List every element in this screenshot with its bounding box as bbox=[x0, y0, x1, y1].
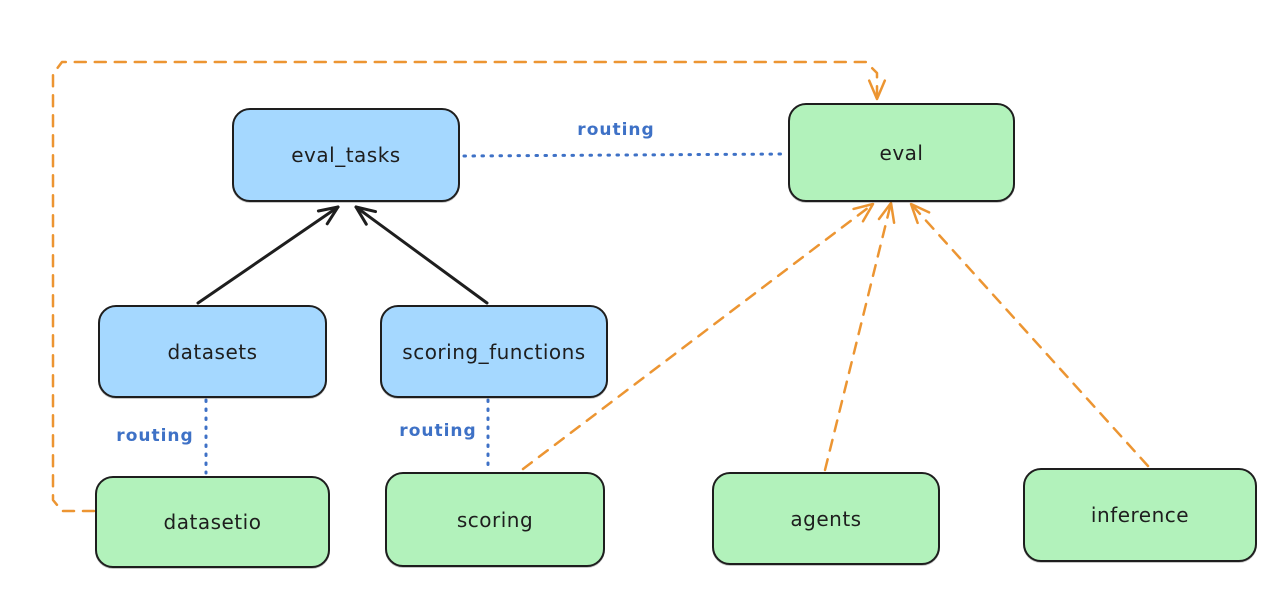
node-agents: agents bbox=[712, 472, 940, 565]
arrowhead-scoring_functions-to-eval_tasks bbox=[354, 205, 377, 226]
node-label-agents: agents bbox=[790, 506, 862, 531]
arrowhead-datasets-to-eval_tasks bbox=[316, 205, 340, 226]
node-inference: inference bbox=[1023, 468, 1257, 562]
arrowhead-agents-to-eval bbox=[877, 201, 896, 225]
edge-label-routing-top: routing bbox=[577, 120, 655, 140]
edge-datasetio-to-eval-loop bbox=[51, 60, 879, 513]
node-label-inference: inference bbox=[1090, 503, 1190, 527]
arrowhead-inference-to-eval bbox=[909, 202, 931, 225]
edge-label-routing-scoring: routing bbox=[399, 421, 477, 441]
edge-label-routing-datasets: routing bbox=[116, 426, 194, 446]
node-eval_tasks: eval_tasks bbox=[232, 108, 460, 202]
arrowhead-scoring-to-eval bbox=[852, 202, 875, 223]
node-scoring_functions: scoring_functions bbox=[380, 305, 608, 398]
node-label-datasetio: datasetio bbox=[163, 510, 262, 534]
edge-inference-to-eval bbox=[909, 202, 1150, 468]
node-datasetio: datasetio bbox=[95, 476, 330, 568]
edge-eval_tasks-eval-routing bbox=[462, 152, 788, 158]
node-label-scoring_functions: scoring_functions bbox=[402, 339, 586, 364]
node-label-scoring: scoring bbox=[456, 507, 534, 532]
node-datasets: datasets bbox=[98, 305, 327, 398]
node-eval: eval bbox=[788, 103, 1015, 202]
node-label-datasets: datasets bbox=[167, 339, 258, 364]
edge-scoring-to-eval bbox=[521, 202, 875, 471]
node-scoring: scoring bbox=[385, 472, 605, 567]
node-label-eval_tasks: eval_tasks bbox=[291, 143, 401, 167]
edge-datasets-to-eval_tasks bbox=[196, 205, 340, 305]
edge-agents-to-eval bbox=[823, 201, 893, 472]
arrowhead-datasetio-to-eval-loop bbox=[867, 79, 887, 101]
edge-scoring_functions-to-eval_tasks bbox=[354, 205, 489, 305]
node-label-eval: eval bbox=[879, 140, 924, 165]
